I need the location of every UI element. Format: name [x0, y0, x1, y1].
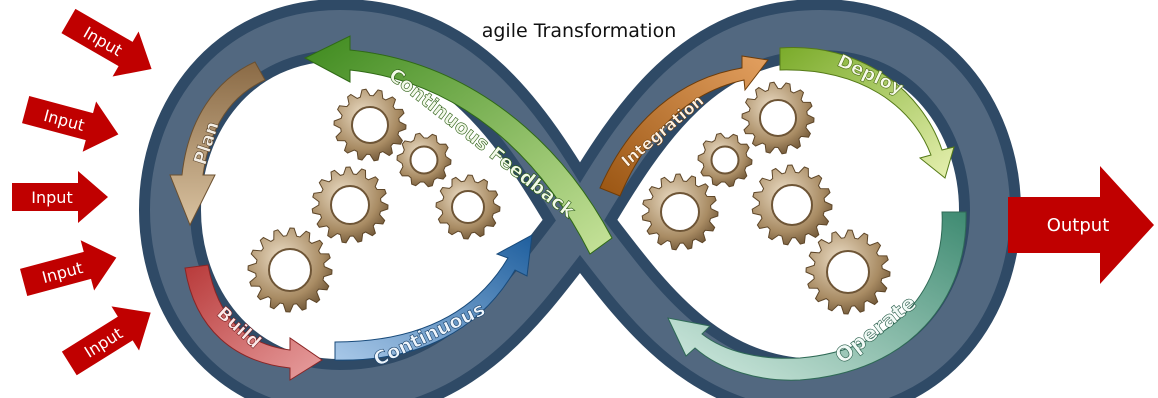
deploy-arrow [779, 47, 955, 179]
integration-arrow [599, 55, 769, 197]
input-arrow-3: Input [12, 171, 108, 223]
operate-arrow [667, 211, 967, 381]
output-label: Output [1047, 215, 1110, 236]
continuous-arrow [334, 234, 533, 361]
build-arrow [184, 264, 323, 381]
input-arrow-4: Input [20, 240, 117, 296]
gear-hole [330, 185, 370, 225]
gear-hole [409, 145, 439, 175]
output-arrow: Output [1008, 166, 1154, 284]
input-arrow-1: Input [61, 8, 152, 77]
gear-hole [826, 250, 870, 294]
input-arrow-2: Input [22, 96, 119, 152]
gear-hole [710, 145, 740, 175]
gear-hole [759, 99, 797, 137]
gears-cluster [247, 81, 891, 315]
gear-hole [351, 106, 389, 144]
gear-hole [451, 190, 485, 224]
input-arrow-5: Input [61, 306, 151, 376]
diagram-title: agile Transformation [481, 20, 677, 42]
input-label-3: Input [31, 188, 72, 207]
plan-arrow [169, 61, 266, 227]
gear-hole [268, 248, 312, 292]
feedback-arrow [303, 35, 613, 255]
gear-hole [771, 184, 813, 226]
gear-hole [660, 192, 700, 232]
